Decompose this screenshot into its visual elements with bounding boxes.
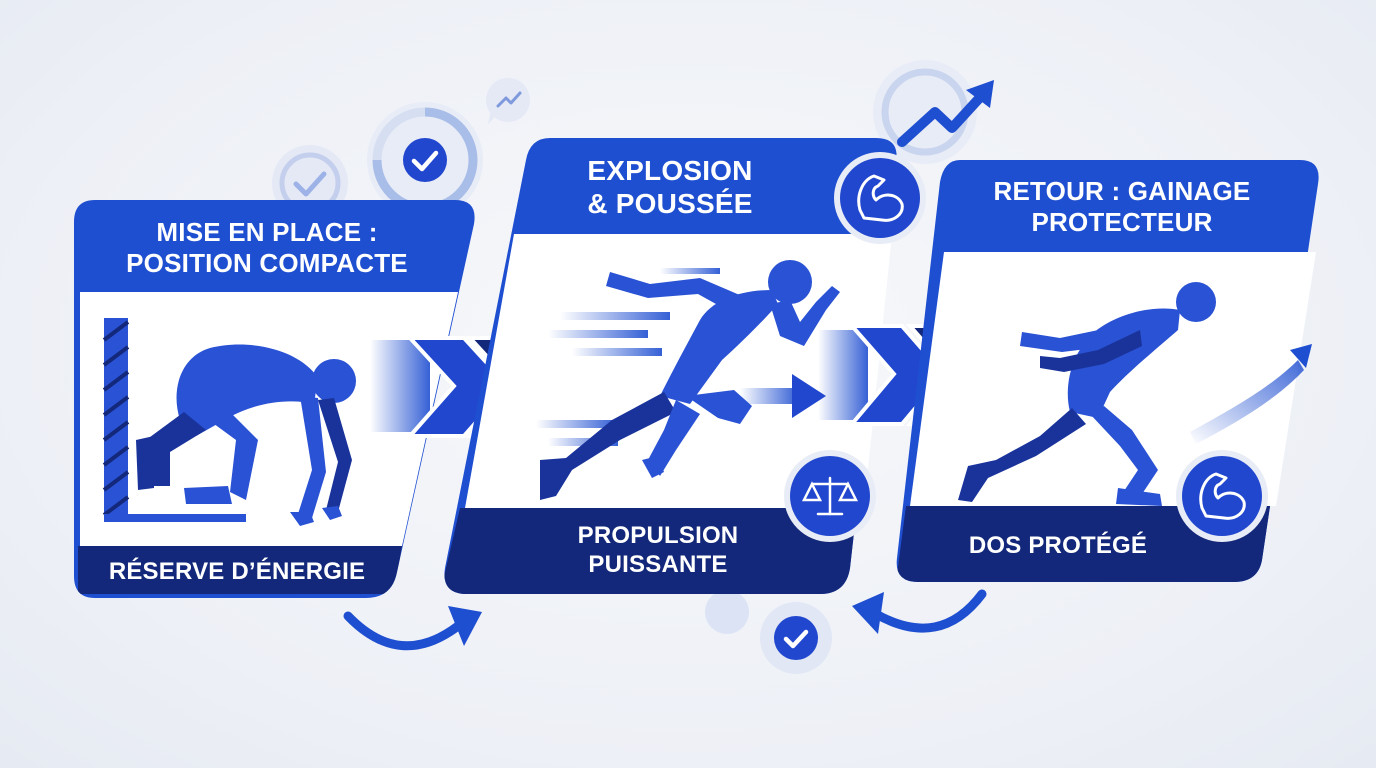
- step-1-title: MISE EN PLACE : POSITION COMPACTE: [126, 217, 408, 278]
- step-card-2: [444, 138, 897, 594]
- flexed-arm-icon: [1176, 450, 1268, 542]
- decor-icons: [272, 60, 994, 674]
- step-card-1: [74, 200, 475, 598]
- athlete-crouch-figure: [136, 344, 356, 526]
- sweep-arrow-icon: [1190, 344, 1312, 444]
- forward-arrow-icon: [740, 374, 826, 418]
- balance-scale-icon: [784, 450, 876, 542]
- step-2-title: EXPLOSION & POUSSÉE: [587, 154, 753, 219]
- trend-up-icon: [486, 78, 530, 124]
- step-1-footer: RÉSERVE D’ÉNERGIE: [108, 557, 366, 585]
- athlete-sprint-figure: [540, 260, 840, 500]
- step-2-footer: PROPULSION PUISSANTE: [577, 522, 739, 578]
- trend-up-icon: [873, 60, 994, 164]
- starting-wall: [102, 318, 246, 522]
- flexed-arm-icon: [834, 152, 926, 244]
- curved-arrow-icon: [852, 589, 987, 634]
- curved-arrow-icon: [343, 606, 482, 651]
- speed-lines: [536, 268, 720, 446]
- check-icon: [705, 590, 832, 674]
- step-3-title: RETOUR : GAINAGE PROTECTEUR: [993, 176, 1251, 237]
- athlete-brace-figure: [958, 282, 1216, 506]
- check-icon: [367, 102, 483, 218]
- step-3-footer: DOS PROTÉGÉ: [968, 531, 1148, 559]
